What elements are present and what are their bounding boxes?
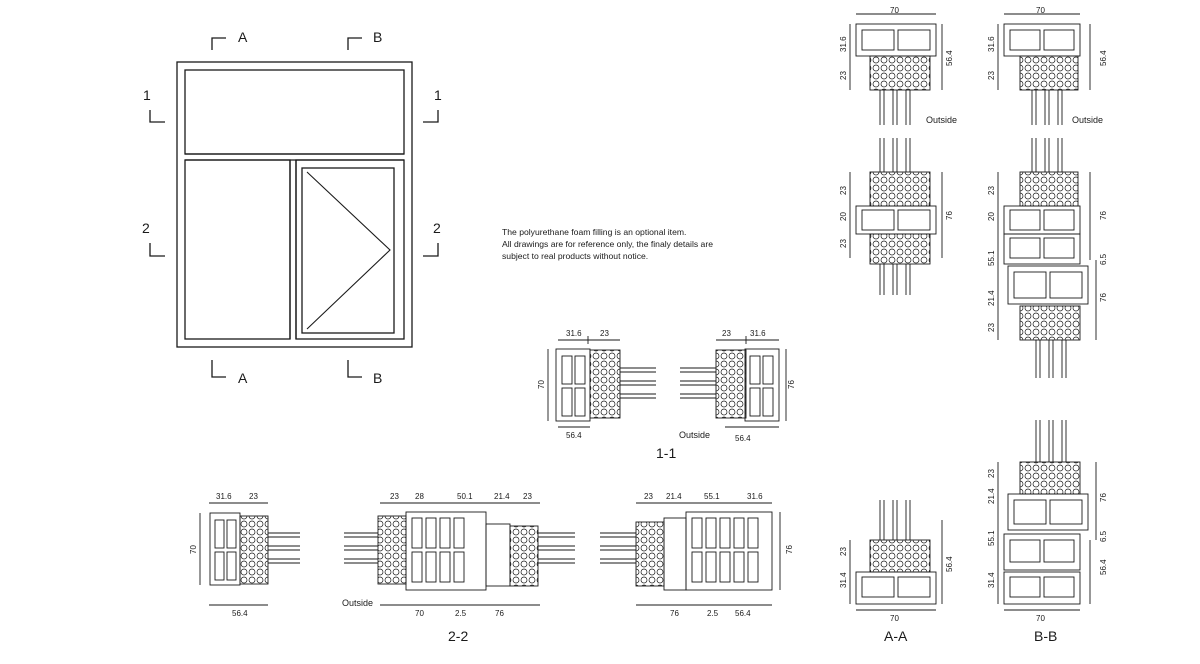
dim-2-2-right-top-1: 23 [644,492,653,501]
dim-2-2-mid-bottom-1: 70 [415,609,424,618]
dim-1-1-right-bottom: 56.4 [735,434,751,443]
left-fixed-pane [184,159,291,340]
dim-b-b-mid-left-2: 20 [987,212,996,221]
dim-2-2-right-bottom-2: 2.5 [707,609,719,618]
outside-label-1-1: Outside [679,430,710,440]
section-title-1-1: 1-1 [656,445,676,461]
section-title-2-2: 2-2 [448,628,468,644]
dim-1-1-left-top-2: 23 [600,329,609,338]
dim-1-1-left-top-1: 31.6 [566,329,582,338]
section-title-a-a: A-A [884,628,908,644]
opening-sash [295,159,405,340]
cut-label-b-top: B [373,29,382,45]
dim-a-a-mid-left-1: 23 [839,186,848,195]
dim-b-b-mid-right-1: 76 [1099,211,1108,220]
dim-b-b-top-right: 56.4 [1099,50,1108,66]
cut-label-2-right: 2 [433,220,441,236]
dim-a-a-mid-right: 76 [945,211,954,220]
dim-a-a-top-width: 70 [890,6,899,15]
dim-b-b-bot-left-1: 23 [987,469,996,478]
section-title-b-b: B-B [1034,628,1057,644]
dim-1-1-left-height: 70 [537,380,546,389]
cut-label-a-top: A [238,29,248,45]
cut-label-2-left: 2 [142,220,150,236]
dim-2-2-left-height: 70 [189,545,198,554]
dim-2-2-mid-top-5: 23 [523,492,532,501]
note-line-3: subject to real products without notice. [502,251,649,261]
dim-b-b-mid-left-3: 55.1 [987,250,996,266]
dim-2-2-right-bottom-1: 76 [670,609,679,618]
dim-a-a-bot-right: 56.4 [945,556,954,572]
section-1-1-dimensions: 31.6 23 70 56.4 23 31.6 76 56.4 Outside … [537,329,796,461]
dim-1-1-left-bottom: 56.4 [566,431,582,440]
dim-b-b-mid-right-3: 76 [1099,293,1108,302]
section-a-a-dimensions: 70 31.6 23 56.4 Outside 23 20 23 76 23 3… [839,6,957,644]
dim-2-2-mid-top-3: 50.1 [457,492,473,501]
dim-2-2-right-top-2: 21.4 [666,492,682,501]
note-line-1: The polyurethane foam filling is an opti… [502,227,687,237]
dim-a-a-bottom-width: 70 [890,614,899,623]
dim-a-a-top-left-2: 23 [839,71,848,80]
outside-label-b-b: Outside [1072,115,1103,125]
dim-2-2-right-top-3: 55.1 [704,492,720,501]
elevation-cut-labels: A B A B 1 1 2 2 [142,29,442,386]
dim-1-1-right-top-2: 31.6 [750,329,766,338]
dim-2-2-mid-top-2: 28 [415,492,424,501]
opening-sash-glass [301,167,395,334]
dim-2-2-mid-top-1: 23 [390,492,399,501]
dim-2-2-left-top-2: 23 [249,492,258,501]
dim-1-1-right-top-1: 23 [722,329,731,338]
cut-label-b-bottom: B [373,370,382,386]
inner-frame-top [184,69,405,155]
dim-b-b-bot-right-2: 6.5 [1099,530,1108,542]
dim-b-b-top-left-1: 31.6 [987,36,996,52]
note-line-2: All drawings are for reference only, the… [502,239,713,249]
dim-2-2-right-bottom-3: 56.4 [735,609,751,618]
dim-b-b-mid-left-5: 23 [987,323,996,332]
dim-b-b-bot-left-3: 55.1 [987,530,996,546]
window-elevation [149,37,439,378]
outside-label-a-a: Outside [926,115,957,125]
dim-a-a-bot-left-1: 23 [839,547,848,556]
dim-b-b-mid-left-4: 21.4 [987,290,996,306]
dim-2-2-left-top-1: 31.6 [216,492,232,501]
dim-2-2-mid-bottom-2: 2.5 [455,609,467,618]
section-2-2 [199,502,781,606]
dim-b-b-top-left-2: 23 [987,71,996,80]
cut-label-a-bottom: A [238,370,248,386]
dim-2-2-right-top-4: 31.6 [747,492,763,501]
dim-a-a-top-left-1: 31.6 [839,36,848,52]
section-1-1 [547,336,787,428]
dim-a-a-top-right: 56.4 [945,50,954,66]
dim-2-2-mid-top-4: 21.4 [494,492,510,501]
dim-a-a-bot-left-2: 31.4 [839,572,848,588]
cut-label-1-right: 1 [434,87,442,103]
section-2-2-dimensions: 31.6 23 70 56.4 23 28 50.1 21.4 23 70 2.… [189,492,794,644]
section-a-a [849,13,943,611]
dim-a-a-mid-left-3: 23 [839,239,848,248]
cut-label-1-left: 1 [143,87,151,103]
dim-b-b-bot-left-4: 31.4 [987,572,996,588]
dim-b-b-bot-left-2: 21.4 [987,488,996,504]
dim-b-b-mid-right-2: 6.5 [1099,253,1108,265]
dim-a-a-mid-left-2: 20 [839,212,848,221]
dim-b-b-mid-left-1: 23 [987,186,996,195]
dim-b-b-bottom-width: 70 [1036,614,1045,623]
opening-direction-triangle [306,171,391,330]
outer-frame [176,61,413,348]
section-b-b [997,13,1097,611]
dim-2-2-mid-bottom-3: 76 [495,609,504,618]
drawing-notes: The polyurethane foam filling is an opti… [502,226,762,262]
section-b-b-dimensions: 70 31.6 23 56.4 Outside 23 20 55.1 21.4 … [987,6,1108,644]
dim-b-b-bot-right-3: 56.4 [1099,559,1108,575]
dim-1-1-right-height: 76 [787,380,796,389]
dim-b-b-top-width: 70 [1036,6,1045,15]
dim-2-2-left-bottom: 56.4 [232,609,248,618]
outside-label-2-2: Outside [342,598,373,608]
dim-2-2-right-height: 76 [785,545,794,554]
dim-b-b-bot-right-1: 76 [1099,493,1108,502]
